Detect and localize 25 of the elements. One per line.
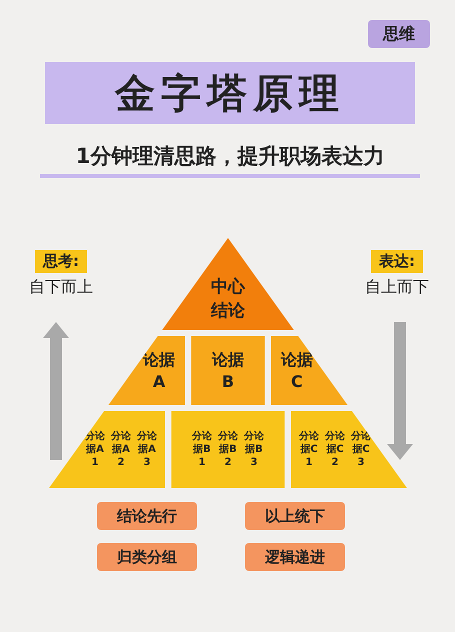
sub-argument-label: 分论据C2 [324, 430, 346, 469]
caption-text: 自上而下 [365, 277, 429, 298]
sub-argument-label: 分论据A2 [110, 430, 132, 469]
pyramid-tier: 论据C [270, 336, 348, 405]
pyramid-segment [290, 411, 407, 488]
sub-argument-label: 分论据B2 [216, 430, 239, 469]
sub-argument-label: 分论据B3 [242, 430, 265, 469]
sub-argument-label: 分论据B1 [190, 430, 213, 469]
title-banner: 金字塔原理 [45, 62, 415, 124]
tag-label: 思考: [35, 250, 87, 273]
subtitle: 1分钟理清思路，提升职场表达力 [40, 138, 420, 178]
pyramid-tier: 论据A [108, 336, 186, 405]
pyramid-apex: 中心结论 [162, 238, 294, 330]
principle-tag: 结论先行 [97, 502, 197, 530]
category-tag: 思维 [368, 20, 430, 48]
caption-text: 自下而上 [29, 277, 93, 298]
principle-tag: 以上统下 [245, 502, 345, 530]
sub-argument-label: 分论据C1 [298, 430, 320, 469]
principle-tag: 归类分组 [97, 543, 197, 571]
pyramid-tier: 论据B [191, 336, 265, 405]
principle-tag: 逻辑递进 [245, 543, 345, 571]
tag-label: 表达: [371, 250, 423, 273]
sub-argument-label: 分论据A3 [136, 430, 158, 469]
pyramid-segment [171, 411, 285, 488]
pyramid-segment [49, 411, 166, 488]
